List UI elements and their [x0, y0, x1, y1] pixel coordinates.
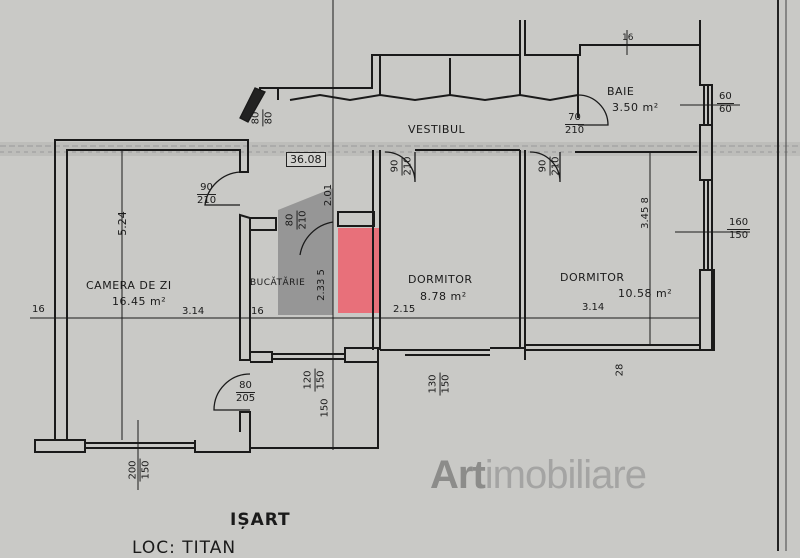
total-area: 36.08 — [286, 152, 326, 167]
room-area-dormitor1: 8.78 m² — [420, 290, 467, 303]
room-label-vestibul: VESTIBUL — [408, 123, 466, 136]
door-swings — [204, 87, 609, 411]
dimension-lines — [30, 0, 750, 490]
room-label-bucatarie: BUCĂTĂRIE — [250, 278, 306, 288]
dim-camera-height: 5.24 — [115, 211, 129, 236]
dim-camera-width: 3.14 — [182, 306, 205, 317]
dim-wall-kitchen: 16 — [251, 306, 264, 317]
dim-dormitor2-height: 3.45 8 — [639, 197, 651, 229]
kitchen-shade — [278, 188, 333, 315]
dim-top-wall: 16 — [622, 33, 634, 43]
room-label-dormitor1: DORMITOR — [408, 273, 473, 286]
dim-dormitor2-width: 3.14 — [582, 302, 605, 313]
footer-brand: IȘART — [230, 510, 291, 530]
dim-kitchen-top: 2.01 — [323, 183, 335, 207]
room-label-baie: BAIE — [607, 85, 635, 98]
dim-dormitor1-width: 2.15 — [393, 304, 416, 315]
dim-wall-left: 16 — [32, 304, 45, 315]
room-label-dormitor2: DORMITOR — [560, 271, 625, 284]
footer-location: LOC: TITAN — [132, 538, 237, 558]
watermark: Artimobiliare — [430, 453, 647, 497]
dim-wall-bottom: 28 — [614, 363, 626, 377]
room-area-camera: 16.45 m² — [112, 295, 167, 308]
room-label-camera: CAMERA DE ZI — [86, 279, 172, 292]
dim-balcony-depth: 150 — [319, 398, 331, 418]
walls — [34, 20, 715, 453]
room-area-baie: 3.50 m² — [612, 101, 659, 114]
room-area-dormitor2: 10.58 m² — [618, 287, 673, 300]
dim-kitchen-height: 2.33 5 — [315, 269, 327, 301]
